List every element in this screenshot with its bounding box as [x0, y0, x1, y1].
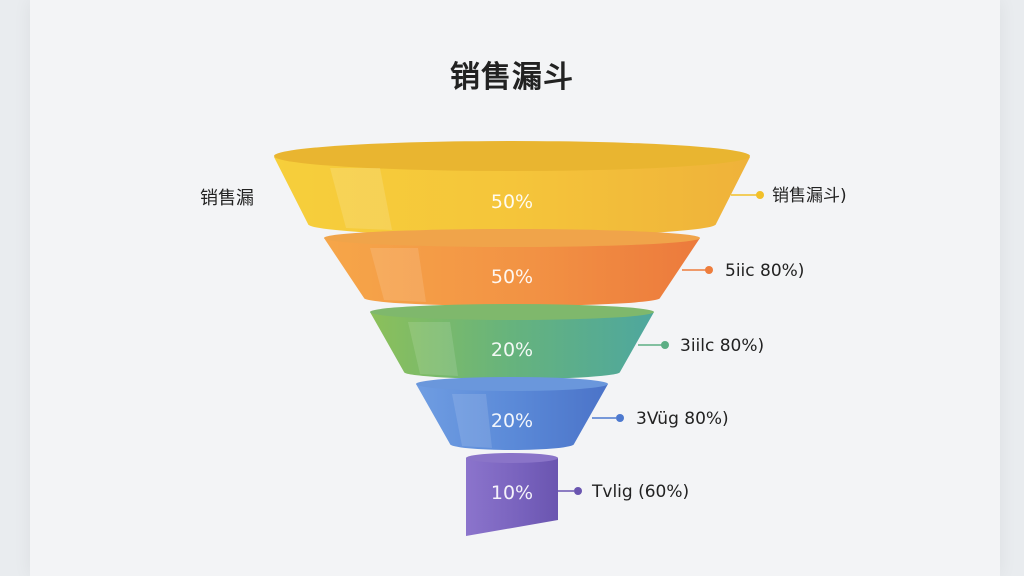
- funnel-stage-2-body: [324, 238, 700, 306]
- funnel-stage-1-label: 销售漏斗): [772, 186, 847, 206]
- funnel-stage-3-top: [370, 304, 654, 320]
- funnel-stage-4-body: [416, 384, 608, 450]
- chart-title: 销售漏斗: [450, 60, 574, 95]
- funnel-stage-2-label: 5iic 80%): [725, 261, 804, 281]
- funnel-stage-3-value: 20%: [491, 339, 533, 361]
- funnel-stage-1: 50% 销售漏斗): [274, 141, 847, 236]
- funnel-stage-2-top: [324, 229, 700, 247]
- funnel-stage-4-top: [416, 377, 608, 391]
- funnel-stage-5-label: Tvlig (60%): [591, 482, 689, 502]
- funnel-stage-2: 50% 5iic 80%): [324, 229, 804, 306]
- funnel-stage-3-label: 3iilc 80%): [680, 336, 764, 356]
- funnel-stage-1-value: 50%: [491, 191, 533, 213]
- funnel-stage-4-value: 20%: [491, 410, 533, 432]
- funnel-stage-5-dot: [574, 487, 582, 495]
- funnel-stage-3-dot: [661, 341, 669, 349]
- funnel-stage-5: 10% Tvlig (60%): [466, 453, 689, 536]
- funnel-stage-4-label: 3Vüg 80%): [636, 409, 729, 429]
- funnel-stage-1-dot: [756, 191, 764, 199]
- funnel-stage-1-top: [274, 141, 750, 171]
- funnel-stage-4-dot: [616, 414, 624, 422]
- funnel-stage-5-body: [466, 458, 558, 536]
- funnel-stage-5-value: 10%: [491, 482, 533, 504]
- funnel-stage-2-dot: [705, 266, 713, 274]
- funnel-stage-1-body: [274, 157, 750, 236]
- funnel-stage-2-value: 50%: [491, 266, 533, 288]
- funnel-stage-4: 20% 3Vüg 80%): [416, 377, 729, 450]
- funnel-stage-3: 20% 3iilc 80%): [370, 304, 764, 379]
- funnel-stage-3-body: [370, 312, 654, 379]
- funnel-stage-5-top: [466, 453, 558, 463]
- funnel-side-label: 销售漏: [200, 188, 254, 209]
